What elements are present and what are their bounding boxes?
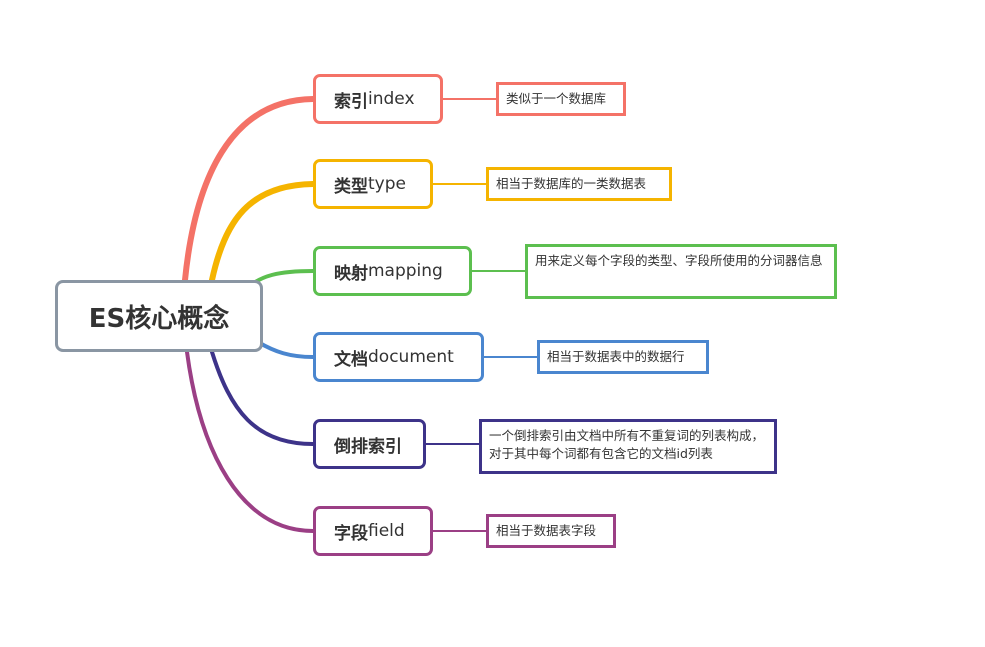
topic-inverted-zh: 倒排索引 [334, 436, 402, 457]
link-root-inverted [210, 350, 315, 446]
topic-type[interactable]: 类型 type [313, 159, 433, 209]
topic-field-zh: 字段 [334, 523, 368, 544]
topic-index-en: index [368, 89, 415, 109]
note-field[interactable]: 相当于数据表字段 [486, 514, 616, 548]
topic-type-en: type [368, 174, 406, 194]
topic-index-zh: 索引 [334, 91, 368, 112]
note-index[interactable]: 类似于一个数据库 [496, 82, 626, 116]
topic-type-zh: 类型 [334, 176, 368, 197]
topic-field-en: field [368, 521, 405, 541]
topic-document[interactable]: 文档 document [313, 332, 484, 382]
root-label: ES核心概念 [88, 303, 230, 334]
topic-document-zh: 文档 [334, 349, 368, 370]
note-type[interactable]: 相当于数据库的一类数据表 [486, 167, 672, 201]
note-type-text: 相当于数据库的一类数据表 [496, 176, 647, 191]
link-root-index [182, 96, 316, 283]
note-mapping-text: 用来定义每个字段的类型、字段所使用的分词器信息 [535, 253, 823, 268]
link-root-field [185, 350, 315, 533]
note-field-text: 相当于数据表字段 [496, 523, 597, 538]
root-topic[interactable]: ES核心概念 [55, 280, 263, 352]
note-inverted-index[interactable]: 一个倒排索引由文档中所有不重复词的列表构成，对于其中每个词都有包含它的文档id列… [479, 419, 777, 474]
note-document[interactable]: 相当于数据表中的数据行 [537, 340, 709, 374]
topic-mapping-zh: 映射 [334, 263, 368, 284]
topic-index[interactable]: 索引 index [313, 74, 443, 124]
topic-mapping[interactable]: 映射 mapping [313, 246, 472, 296]
note-document-text: 相当于数据表中的数据行 [547, 349, 685, 364]
note-inverted-text: 一个倒排索引由文档中所有不重复词的列表构成，对于其中每个词都有包含它的文档id列… [489, 428, 765, 461]
topic-field[interactable]: 字段 field [313, 506, 433, 556]
topic-mapping-en: mapping [368, 261, 443, 281]
topic-document-en: document [368, 347, 454, 367]
link-root-document [256, 340, 315, 359]
topic-inverted-index[interactable]: 倒排索引 [313, 419, 426, 469]
note-index-text: 类似于一个数据库 [506, 91, 607, 106]
note-mapping[interactable]: 用来定义每个字段的类型、字段所使用的分词器信息 [525, 244, 837, 299]
link-root-type [209, 181, 316, 283]
